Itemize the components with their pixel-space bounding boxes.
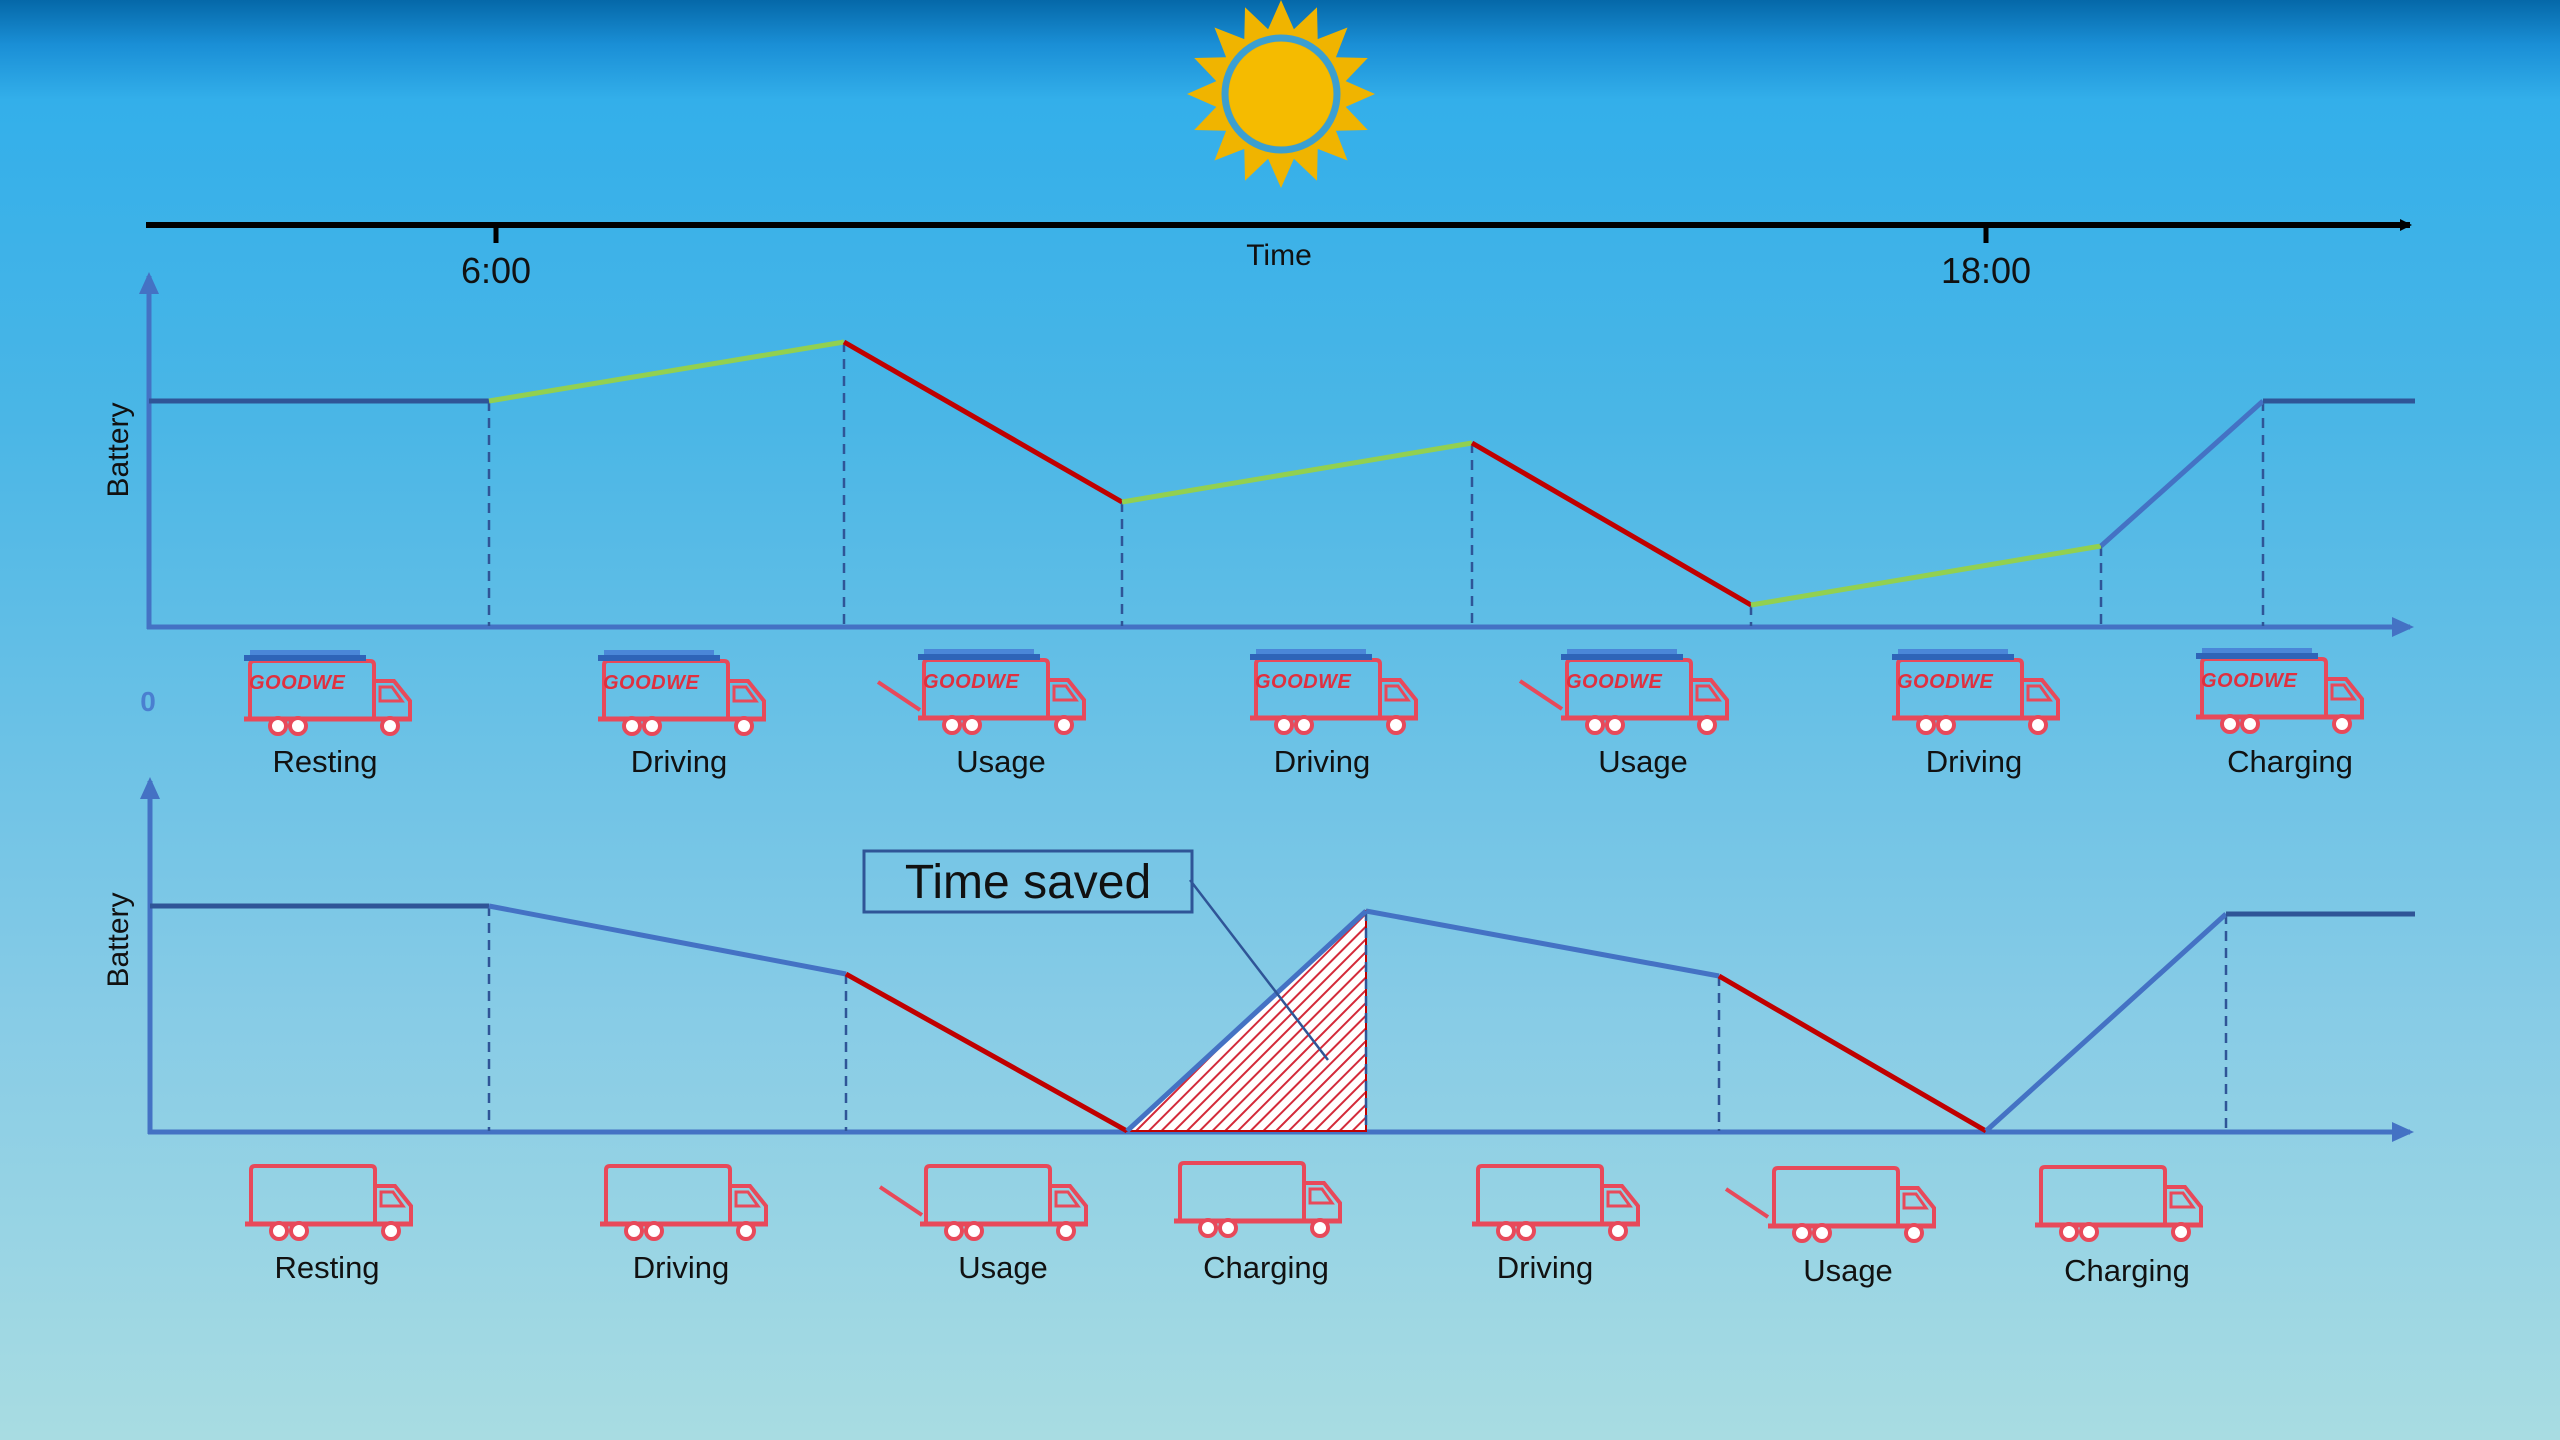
svg-text:GOODWE: GOODWE [1255,671,1351,693]
top-seg-usage [842,339,1124,505]
top-seg-driving [1121,440,1473,505]
tool-arm-icon [1518,679,1564,711]
truck-icon [1174,1163,1342,1236]
solar-truck-icon: GOODWE [2196,648,2364,732]
bottom-phase-label: Charging [1203,1250,1329,1285]
top-seg-driving [1750,543,2102,608]
bottom-phase-label: Resting [274,1250,379,1285]
svg-text:GOODWE: GOODWE [603,672,699,694]
top-phase-label: Usage [956,744,1046,779]
tool-arm-icon [878,1185,924,1217]
top-phase-label: Driving [1926,744,2022,779]
truck-icon [600,1166,768,1239]
callout-box [862,849,1194,914]
sun-icon [1187,0,1375,188]
top-phase-label: Driving [631,744,727,779]
tool-arm-icon [1724,1187,1770,1219]
svg-text:GOODWE: GOODWE [1897,671,1993,693]
tick-label-18: 18:00 [1941,250,2031,291]
solar-truck-icon: GOODWE [1250,649,1418,733]
svg-text:GOODWE: GOODWE [1566,671,1662,693]
truck-icon [1768,1168,1936,1241]
time-axis-label: Time [1246,239,1312,272]
bottom-phase-label: Driving [1497,1250,1593,1285]
truck-icon [245,1166,413,1239]
solar-truck-icon: GOODWE [1892,649,2060,733]
top-seg-driving [488,339,845,404]
top-seg-charging [2099,399,2265,548]
top-y-title: Battery [102,402,135,497]
truck-icon [920,1166,1088,1239]
svg-text:GOODWE: GOODWE [923,671,1019,693]
bottom-seg-driving [488,903,847,977]
bottom-seg-driving [1365,908,1720,979]
solar-truck-icon: GOODWE [244,650,412,734]
bottom-chart: Battery Time saved [102,777,2415,1288]
bottom-phase-label: Driving [633,1250,729,1285]
truck-icon [1472,1166,1640,1239]
top-seg-usage [1470,440,1753,608]
bottom-phase-label: Charging [2064,1253,2190,1288]
bottom-phase-label: Usage [958,1250,1048,1285]
bottom-y-title: Battery [102,892,135,987]
solar-truck-icon: GOODWE [918,649,1086,733]
tool-arm-icon [876,680,922,712]
top-chart: Battery 0 GOODWE GOODWE GOODWE GOODWE GO… [102,272,2415,779]
svg-text:GOODWE: GOODWE [249,672,345,694]
truck-icon [2035,1167,2203,1240]
top-phase-label: Usage [1598,744,1688,779]
callout-leader [1189,879,1329,1061]
svg-text:GOODWE: GOODWE [2201,670,2297,692]
solar-truck-icon: GOODWE [1561,649,1729,733]
bottom-seg-charging [1984,912,2228,1133]
top-phase-label: Resting [272,744,377,779]
bottom-phase-label: Usage [1803,1253,1893,1288]
tick-label-6: 6:00 [461,250,531,291]
callout-text: Time saved [905,856,1151,909]
bottom-seg-usage [1717,973,1988,1134]
bottom-seg-usage [844,971,1129,1134]
bottom-seg-charging [1125,909,1368,1133]
solar-truck-icon: GOODWE [598,650,766,734]
zero-label: 0 [140,686,156,717]
top-phase-label: Charging [2227,744,2353,779]
top-phase-label: Driving [1274,744,1370,779]
